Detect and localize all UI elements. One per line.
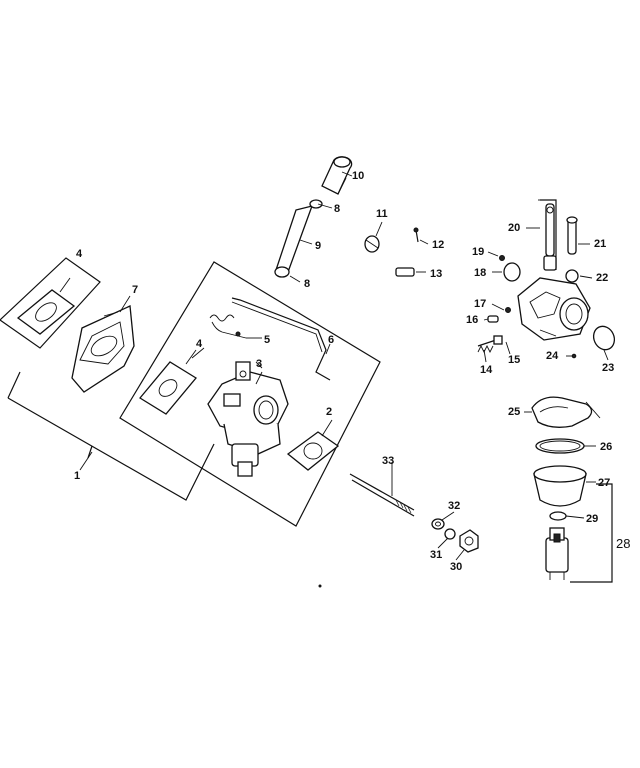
needle-part-21 [566, 216, 578, 255]
stray-mark [318, 584, 322, 588]
washer-part-32 [431, 518, 445, 530]
ring-part-26 [535, 438, 585, 454]
callout-25: 25 [508, 406, 521, 418]
callout-30: 30 [450, 561, 463, 573]
float-valve-part-20 [543, 203, 557, 271]
plug-part-11 [364, 235, 380, 253]
panel-outline-carb [119, 261, 381, 527]
carburetor-body-right [517, 277, 591, 341]
shaft-part-9 [275, 205, 314, 273]
washer-part-31 [444, 528, 456, 540]
jet-part-16 [487, 315, 499, 323]
callout-29: 29 [586, 513, 599, 525]
callout-27: 27 [598, 477, 611, 489]
gasket-part-4-left [16, 277, 76, 335]
callout-5: 5 [264, 334, 271, 346]
cap-part-10 [321, 156, 353, 195]
callout-10: 10 [352, 170, 365, 182]
leader-lines [79, 171, 609, 561]
callout-13: 13 [430, 268, 443, 280]
callout-14: 14 [480, 364, 493, 376]
callout-11: 11 [376, 208, 388, 220]
nut-part-30 [459, 529, 479, 553]
dot-part-24 [571, 353, 577, 359]
callout-26: 26 [600, 441, 613, 453]
washer-part-29 [549, 511, 567, 521]
bowl-nut [545, 527, 569, 580]
callout-33: 33 [382, 455, 395, 467]
ring-part-8-top [309, 199, 323, 209]
callout-7: 7 [132, 284, 139, 296]
jet-part-17 [505, 307, 511, 313]
callout-31: 31 [430, 549, 443, 561]
spring-part-15 [477, 344, 494, 354]
spring-part-5 [209, 314, 262, 339]
callout-6: 6 [328, 334, 335, 346]
callout-23: 23 [602, 362, 615, 374]
stud-part-33 [349, 462, 415, 517]
callout-15: 15 [508, 354, 521, 366]
pin-part-13 [395, 267, 415, 277]
cover-part-23 [592, 325, 616, 351]
assembly-bracket-1 [7, 371, 215, 501]
screw-part-12 [413, 227, 419, 243]
callout-8-top: 8 [334, 203, 341, 215]
callout-24: 24 [546, 350, 559, 362]
bracket-part-20 [538, 199, 557, 270]
carburetor-part-3 [207, 361, 289, 477]
callout-18: 18 [474, 267, 487, 279]
bowl-part-27 [533, 465, 587, 507]
callout-3: 3 [256, 358, 263, 370]
ring-part-8-bottom [274, 266, 290, 278]
gasket-part-2 [286, 419, 340, 471]
seat-part-22 [565, 269, 579, 283]
screw-part-14 [477, 335, 503, 347]
callout-1: 1 [74, 470, 81, 482]
callout-32: 32 [448, 500, 461, 512]
callout-2: 2 [326, 406, 333, 418]
callout-12: 12 [432, 239, 445, 251]
callout-19: 19 [472, 246, 485, 258]
callout-9: 9 [315, 240, 322, 252]
spacer-plate-part-7 [71, 295, 135, 393]
screw-part-19 [499, 255, 505, 261]
callout-21: 21 [594, 238, 607, 250]
callout-20: 20 [508, 222, 521, 234]
disc-part-18 [503, 262, 521, 282]
panel-outline-gasket [0, 257, 101, 349]
bracket-part-28 [570, 483, 613, 583]
callout-22: 22 [596, 272, 609, 284]
callout-16: 16 [466, 314, 479, 326]
callout-8-bottom: 8 [304, 278, 311, 290]
callout-4-right: 4 [196, 338, 203, 350]
governor-rod-part-6 [231, 297, 331, 381]
callout-28: 28 [616, 536, 631, 551]
float-part-25 [531, 396, 601, 428]
callout-17: 17 [474, 298, 487, 310]
callout-4-left: 4 [76, 248, 83, 260]
gasket-part-4-right [139, 349, 197, 415]
